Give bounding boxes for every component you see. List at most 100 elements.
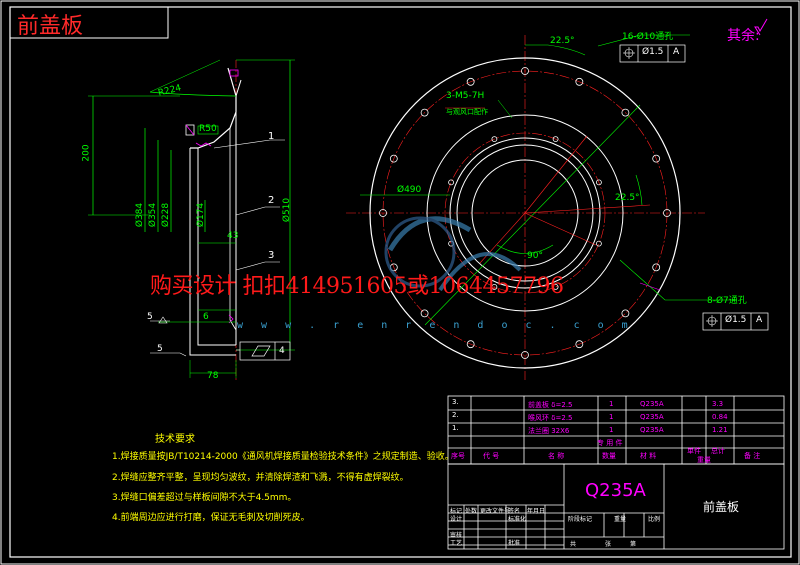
inner-bolt-hole — [552, 136, 559, 142]
outer-bolt-hole — [420, 309, 429, 318]
tb-sheet-unit: 张 — [605, 541, 612, 548]
leader-1: 1 — [268, 131, 275, 142]
dim-d174: Ø174 — [196, 202, 207, 228]
bom-header-remark: 备 注 — [744, 452, 761, 460]
outer-bolt-hole — [575, 77, 584, 86]
tb-standard: 标准化 — [508, 516, 527, 523]
dim-78: 78 — [207, 371, 219, 381]
tech-note-4: 4.前端周边应进行打磨，保证无毛刺及切削死皮。 — [112, 513, 310, 523]
bom-row-2-no: 2. — [452, 411, 459, 419]
front-view — [346, 18, 769, 380]
inner-frame — [9, 6, 792, 558]
tb-count: 处数 — [465, 508, 478, 515]
inner-bolt-hole — [448, 179, 454, 186]
outer-bolt-hole — [652, 154, 661, 163]
outer-bolt-hole — [379, 209, 387, 217]
dim-d228: Ø228 — [161, 202, 172, 228]
bom-row-3-qty: 1 — [609, 400, 614, 408]
bom-header-total: 总计 — [711, 447, 725, 455]
inner-bolt-hole — [596, 240, 602, 247]
outer-bolt-hole — [652, 263, 661, 272]
bom-header-qty: 数量 — [602, 452, 616, 460]
dim-6: 6 — [203, 312, 209, 322]
outer-bolt-hole — [575, 340, 584, 349]
inner-bolt-hole — [491, 136, 498, 142]
dim-200: 200 — [81, 144, 92, 162]
tech-note-2: 2.焊缝应整齐平整，呈现均匀波纹，并清除焊渣和飞溅，不得有虚焊裂纹。 — [112, 473, 409, 483]
bom-header-unit: 单件 — [687, 447, 701, 455]
bom-header-weight: 重量 — [697, 456, 711, 464]
tol-datum-bottom: A — [756, 315, 763, 325]
dim-d384: Ø384 — [135, 202, 146, 228]
outer-bolt-hole — [389, 154, 398, 163]
chamfer-c5-label: 5 — [157, 344, 163, 354]
bom-row-3-mat: Q235A — [640, 400, 664, 408]
bom-special-parts: 专 用 件 — [597, 439, 623, 447]
bom-header-name: 名 称 — [548, 452, 565, 460]
tb-approve: 批准 — [508, 540, 521, 547]
dim-angle-top: 22.5° — [550, 36, 575, 46]
dim-d354: Ø354 — [148, 202, 159, 228]
tech-note-1: 1.焊接质量按JB/T10214-2000《通风机焊接质量检验技术条件》之规定制… — [112, 452, 454, 462]
tb-sign: 签名 — [508, 508, 521, 515]
outer-bolt-hole — [621, 108, 630, 117]
leader-3: 3 — [268, 250, 275, 261]
outer-bolt-hole — [466, 77, 475, 86]
watermark-logo — [384, 216, 522, 292]
outer-bolt-hole — [466, 340, 475, 349]
outer-bolt-hole — [521, 67, 529, 75]
title-box — [10, 7, 169, 39]
tb-weight: 重量 — [614, 516, 627, 523]
tech-requirements-title: 技术要求 — [155, 434, 195, 445]
chamfer-5-label: 5 — [147, 312, 153, 322]
bom-row-3-name: 前盖板 δ=2.5 — [528, 401, 573, 409]
outer-bolt-hole — [621, 309, 630, 318]
inner-bolt-hole — [596, 179, 602, 186]
section-view — [88, 59, 295, 382]
tol-value-bottom: Ø1.5 — [725, 315, 747, 325]
tol-value-top: Ø1.5 — [642, 47, 664, 57]
dim-angle-right: 22.5° — [615, 193, 640, 203]
bom-header-mat: 材 料 — [640, 452, 657, 460]
title-block — [447, 463, 785, 550]
tb-doc: 更改文件号 — [480, 508, 511, 515]
flatness-value: 4 — [279, 346, 285, 356]
tb-date: 年月日 — [527, 508, 546, 515]
bom-row-1-name: 法兰圈 32X6 — [528, 427, 570, 435]
remaining-roughness-label: 其余: — [727, 28, 760, 44]
tb-stage: 阶段标记 — [568, 516, 593, 523]
thread-label: 3-M5-7H — [446, 91, 485, 101]
tb-check: 审核 — [450, 532, 463, 539]
bom-row-3-no: 3. — [452, 398, 459, 406]
bom-row-3-weight: 3.3 — [712, 400, 724, 408]
tb-sheet-no: 第 — [630, 541, 637, 548]
bom-row-2-qty: 1 — [609, 413, 614, 421]
tb-scale: 比例 — [648, 516, 661, 523]
bom-row-1-qty: 1 — [609, 426, 614, 434]
leader-2: 2 — [268, 195, 275, 206]
tb-design: 设计 — [450, 516, 463, 523]
watermark-url: w w w . r e n r e n d o c . c o m — [237, 320, 634, 331]
bom-row-1-no: 1. — [452, 424, 459, 432]
watermark-text: 购买设计 扣扣414951605或1064457796 — [150, 274, 564, 299]
tb-process: 工艺 — [450, 540, 463, 547]
outer-bolt-hole — [420, 108, 429, 117]
holes-8-label: 8-Ø7通孔 — [707, 296, 747, 306]
outer-bolt-hole — [521, 351, 529, 359]
bom-header-no: 序号 — [451, 452, 465, 460]
drawing-title: 前盖板 — [17, 14, 84, 39]
bom-row-1-weight: 1.21 — [712, 426, 728, 434]
holes-16-label: 16-Ø10通孔 — [622, 32, 674, 42]
part-name: 前盖板 — [703, 500, 740, 514]
bom-row-2-mat: Q235A — [640, 413, 664, 421]
bom-row-2-weight: 0.84 — [712, 413, 728, 421]
dim-r50: R50 — [199, 124, 217, 134]
dim-d490: Ø490 — [397, 185, 422, 195]
bom-row-1-mat: Q235A — [640, 426, 664, 434]
inner-bolt-hole — [552, 284, 559, 290]
material-text: Q235A — [585, 480, 646, 501]
outer-bolt-hole — [663, 209, 671, 217]
tol-datum-top: A — [673, 47, 680, 57]
